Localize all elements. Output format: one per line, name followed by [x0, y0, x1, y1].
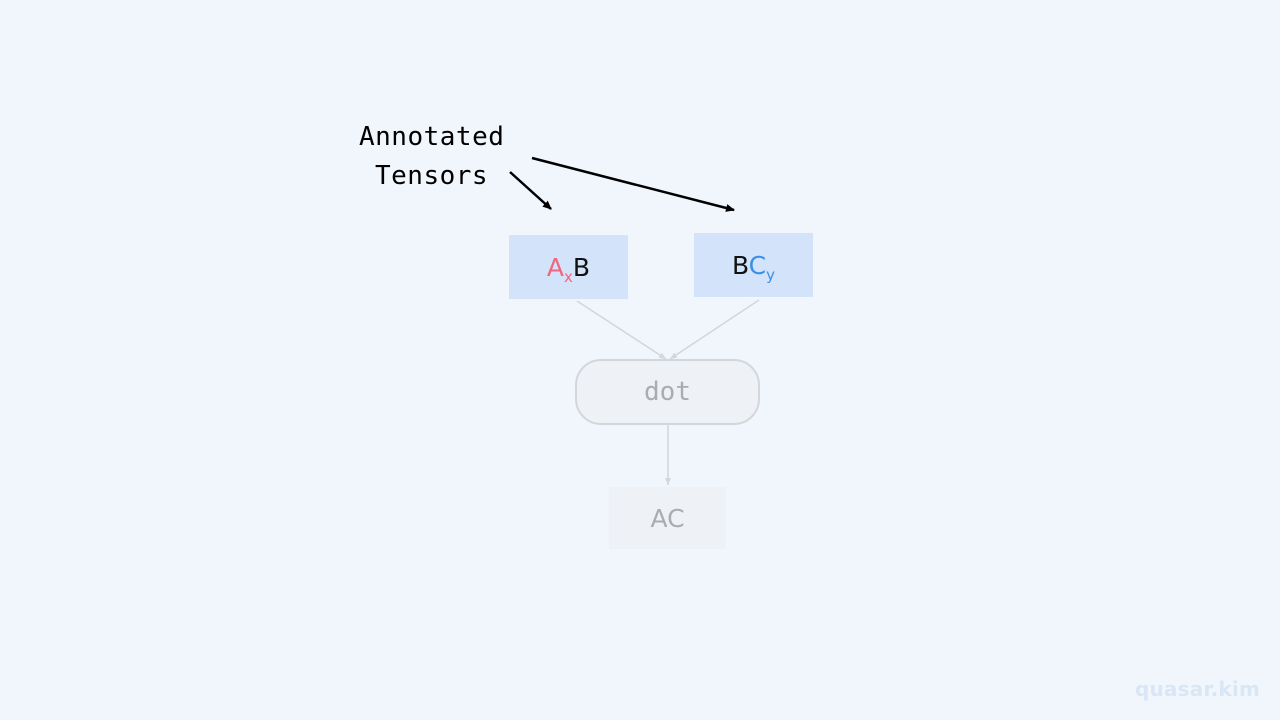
tensor-left-second-index: B	[572, 252, 591, 282]
tensor-right-index-annotation: y	[766, 265, 776, 284]
tensor-right-first-index: B	[731, 250, 749, 280]
dot-operation-node: dot	[575, 359, 760, 425]
result-node: AC	[609, 487, 726, 549]
annotation-arrow-to-right-tensor	[531, 156, 735, 212]
tensor-left-index-annotation: x	[564, 267, 573, 286]
tensor-left-index-name: A	[546, 252, 565, 282]
tensor-node-left: AxB	[509, 235, 628, 299]
dot-operation-label: dot	[644, 377, 691, 407]
tensor-node-right: BCy	[694, 233, 813, 297]
result-label: AC	[650, 503, 685, 533]
annotation-label-line1: Annotated	[359, 122, 505, 152]
watermark: quasar.kim	[1134, 677, 1260, 701]
annotation-arrow-to-left-tensor	[509, 171, 552, 210]
edge-right-tensor-to-dot	[669, 299, 760, 360]
tensor-right-index-name: C	[748, 250, 767, 280]
edge-left-tensor-to-dot	[576, 300, 667, 360]
annotation-label-line2: Tensors	[375, 161, 489, 191]
